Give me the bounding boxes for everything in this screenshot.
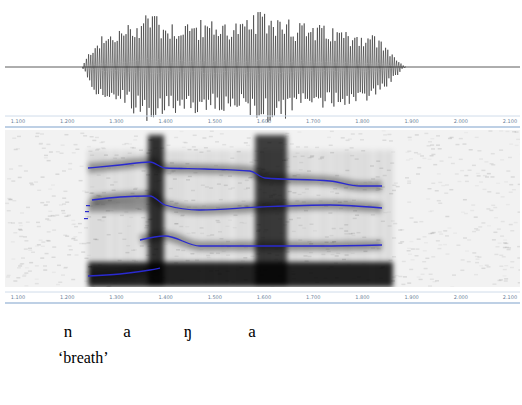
axis-bar (5, 126, 520, 128)
formant-track (140, 236, 382, 246)
time-tick: 2.000 (454, 295, 468, 300)
segment-label: a (248, 323, 256, 340)
axis-bar (5, 116, 520, 117)
formant-track (92, 196, 382, 210)
formant-track (88, 162, 382, 186)
time-tick: 1.300 (109, 119, 123, 124)
segment-label: n (64, 323, 73, 340)
time-tick: 1.300 (109, 295, 123, 300)
time-tick: 1.500 (208, 119, 222, 124)
axis-bar (5, 302, 520, 304)
time-tick: 1.500 (208, 295, 222, 300)
time-tick: 1.700 (306, 295, 320, 300)
time-tick: 1.800 (355, 119, 369, 124)
time-tick: 1.100 (11, 119, 25, 124)
formant-track (88, 268, 160, 276)
waveform (5, 12, 520, 122)
time-tick: 1.200 (60, 295, 74, 300)
waveform-trace (82, 12, 406, 122)
time-tick: 2.100 (503, 295, 517, 300)
time-tick: 1.400 (158, 119, 172, 124)
formant-dot (84, 218, 88, 219)
time-tick: 1.900 (404, 295, 418, 300)
gloss-label: ‘breath’ (58, 350, 109, 366)
time-tick: 1.600 (257, 119, 271, 124)
time-tick: 1.900 (404, 119, 418, 124)
axis-bar (5, 292, 520, 293)
time-tick: 1.200 (60, 119, 74, 124)
time-tick: 1.600 (257, 295, 271, 300)
time-tick: 1.800 (355, 295, 369, 300)
time-tick: 1.400 (158, 295, 172, 300)
formant-dot (85, 211, 89, 212)
time-tick: 2.100 (503, 119, 517, 124)
time-tick: 1.700 (306, 119, 320, 124)
formant-dot (86, 205, 90, 206)
segment-label: ŋ (184, 323, 192, 340)
segment-label: a (123, 323, 131, 340)
time-tick: 2.000 (454, 119, 468, 124)
time-tick: 1.100 (11, 295, 25, 300)
spectrogram (5, 130, 520, 287)
